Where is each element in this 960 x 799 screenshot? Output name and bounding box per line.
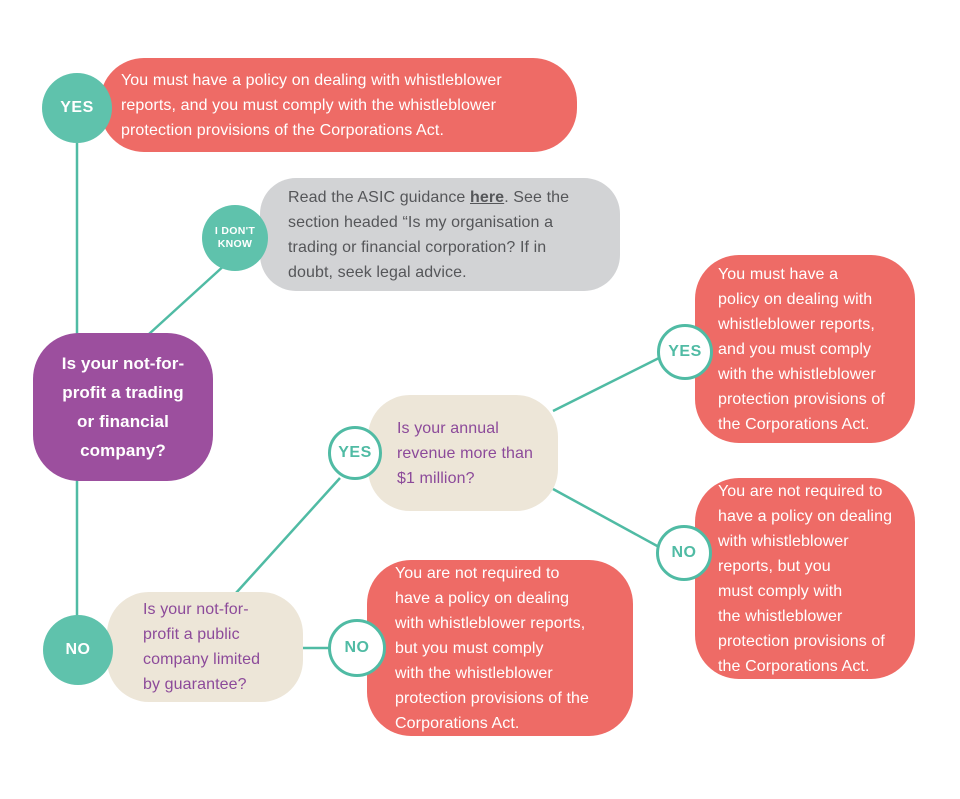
decision-label-no: NO [344, 639, 370, 656]
question-public-company-guarantee-box: Is your not-for- profit a public company… [107, 592, 303, 702]
decision-badge-no-right: NO [656, 525, 712, 581]
outcome-must-have-policy-right-text: You must have a policy on dealing with w… [718, 265, 885, 433]
decision-label-yes: YES [668, 343, 702, 360]
outcome-must-have-policy-top-box: You must have a policy on dealing with w… [100, 58, 577, 152]
decision-badge-yes-top: YES [42, 73, 112, 143]
asic-guidance-text: Read the ASIC guidance here. See the sec… [288, 185, 569, 285]
decision-badge-no-bottom-left: NO [43, 615, 113, 685]
connector-guarantee-to-yes-revenue [235, 477, 341, 594]
decision-badge-yes-revenue: YES [328, 426, 382, 480]
connector-dontknow-to-question [148, 262, 228, 335]
outcome-must-have-policy-top-text: You must have a policy on dealing with w… [121, 71, 502, 139]
question-trading-company-text: Is your not-for- profit a trading or fin… [61, 354, 185, 460]
question-annual-revenue-text: Is your annual revenue more than $1 mill… [397, 419, 534, 487]
outcome-not-required-right-box: You are not required to have a policy on… [695, 478, 915, 679]
decision-badge-no-bottom-middle: NO [328, 619, 386, 677]
asic-guidance-box: Read the ASIC guidance here. See the sec… [260, 178, 620, 291]
decision-label-dont-know: I DON'T KNOW [214, 225, 256, 250]
question-trading-company-box: Is your not-for- profit a trading or fin… [33, 333, 213, 481]
decision-badge-dont-know: I DON'T KNOW [202, 205, 268, 271]
connector-revenue-to-yes [552, 355, 662, 413]
guidance-text-before: Read the ASIC guidance [288, 188, 470, 206]
guidance-text-after: . See the section headed “Is my organisa… [288, 188, 570, 281]
question-public-company-guarantee-text: Is your not-for- profit a public company… [143, 601, 261, 693]
outcome-not-required-bottom-box: You are not required to have a policy on… [367, 560, 633, 736]
outcome-not-required-right-text: You are not required to have a policy on… [718, 482, 893, 675]
decision-label-no: NO [671, 544, 697, 561]
decision-label-yes: YES [60, 99, 94, 116]
outcome-not-required-bottom-text: You are not required to have a policy on… [395, 564, 590, 732]
decision-badge-yes-right: YES [657, 324, 713, 380]
decision-label-no: NO [65, 641, 91, 658]
question-annual-revenue-box: Is your annual revenue more than $1 mill… [368, 395, 558, 511]
connector-revenue-to-no [552, 487, 660, 549]
here-link[interactable]: here [469, 188, 505, 206]
outcome-must-have-policy-right-box: You must have a policy on dealing with w… [695, 255, 915, 443]
decision-label-yes: YES [338, 444, 372, 461]
